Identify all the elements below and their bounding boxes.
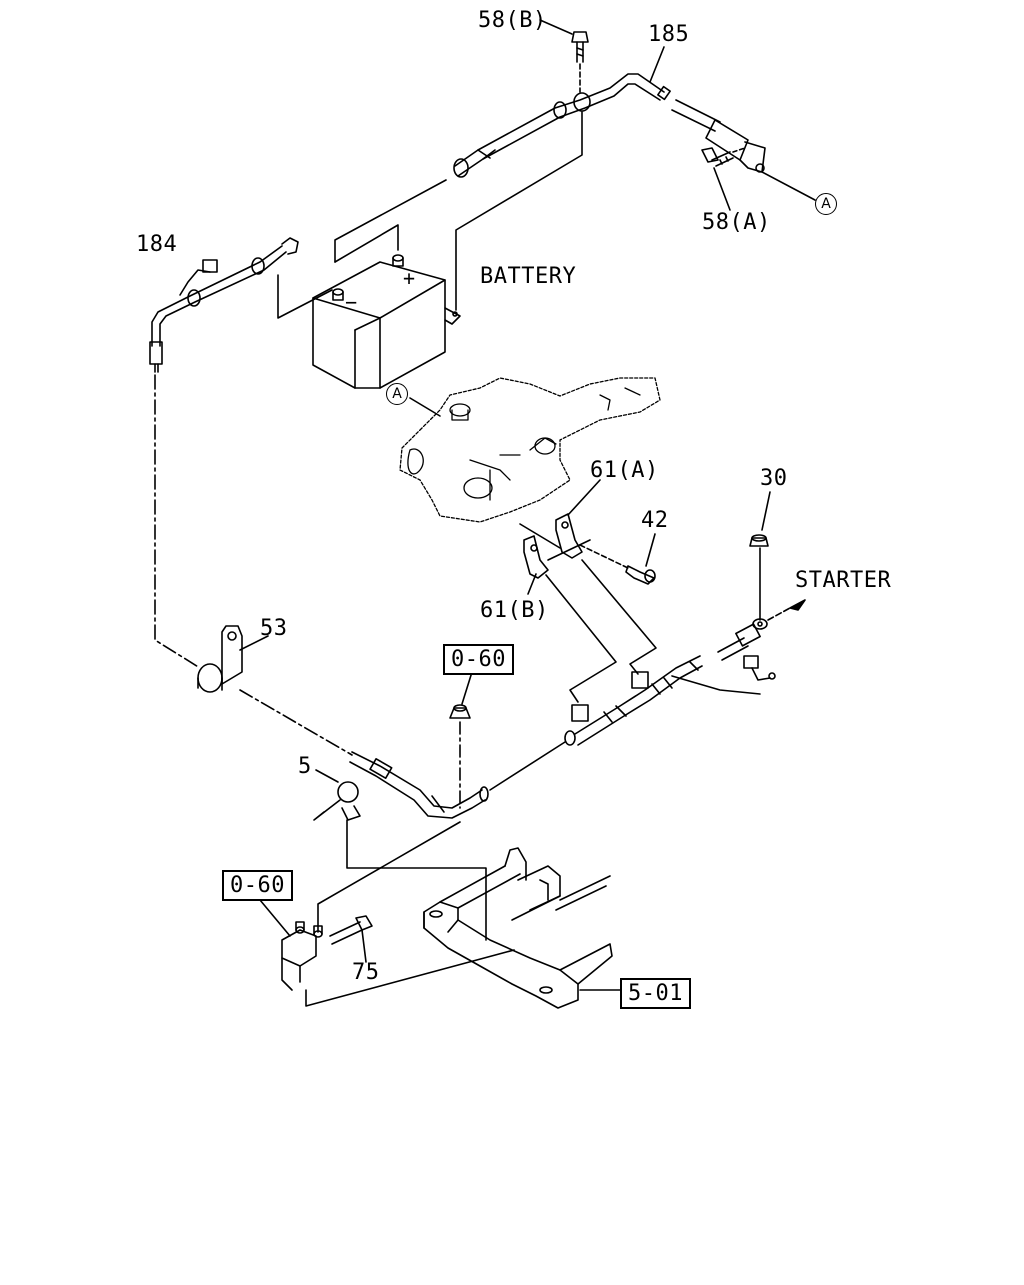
frame-crossmember <box>424 848 620 1008</box>
battery-negative-sign: − <box>345 290 358 314</box>
bracket-61a <box>556 480 600 558</box>
ref-box-060-top: 0-60 <box>443 644 514 675</box>
cable-185 <box>454 74 765 177</box>
part-label-61b: 61(B) <box>480 598 549 623</box>
bolt-42 <box>580 534 655 584</box>
lower-harness <box>350 600 805 818</box>
part-label-75: 75 <box>352 960 380 985</box>
bolt-58a <box>702 148 745 166</box>
bracket-61b <box>524 536 548 594</box>
part-label-185: 185 <box>648 22 690 47</box>
cable-184 <box>150 238 298 668</box>
starter-label: STARTER <box>795 568 892 593</box>
part-label-61a: 61(A) <box>590 458 659 483</box>
nut-30 <box>750 492 770 620</box>
part-label-5: 5 <box>298 754 312 779</box>
part-label-184: 184 <box>136 232 178 257</box>
part-label-58b: 58(B) <box>478 8 547 33</box>
part-label-58a: 58(A) <box>702 210 771 235</box>
connection-marker-a-engine: A <box>386 383 408 405</box>
part-label-53: 53 <box>260 616 288 641</box>
bolt-75 <box>330 916 372 962</box>
clamp-53 <box>198 626 268 692</box>
battery-label: BATTERY <box>480 264 577 289</box>
connection-marker-a-top: A <box>815 193 837 215</box>
battery-positive-sign: + <box>403 266 416 290</box>
bracket-060-bottom <box>260 900 322 990</box>
clip-5 <box>314 770 360 820</box>
battery <box>313 255 460 388</box>
part-label-30: 30 <box>760 466 788 491</box>
ref-box-060-bottom: 0-60 <box>222 870 293 901</box>
part-label-42: 42 <box>641 508 669 533</box>
ref-box-501: 5-01 <box>620 978 691 1009</box>
nut-060-top <box>450 672 472 808</box>
engine <box>400 378 660 522</box>
bolt-58b <box>572 32 588 92</box>
